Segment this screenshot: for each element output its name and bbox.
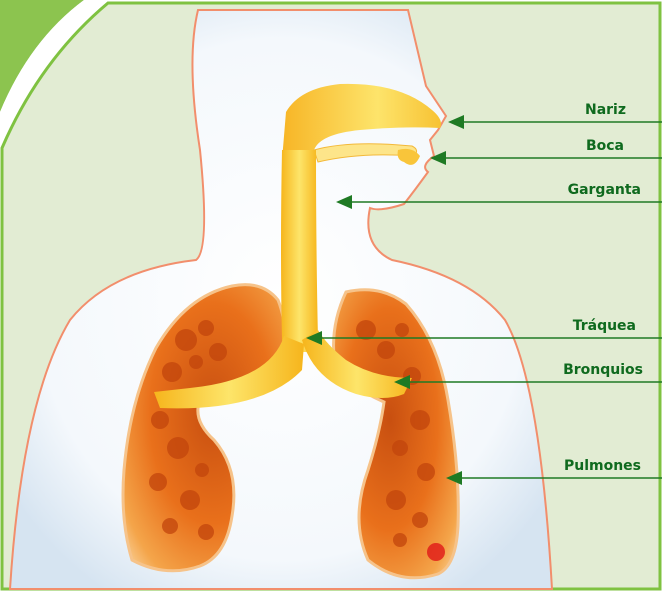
lung-base-highlight: [427, 543, 445, 561]
label-garganta: Garganta: [568, 182, 641, 198]
trachea: [281, 150, 318, 352]
label-nariz: Nariz: [585, 102, 626, 118]
label-traquea: Tráquea: [573, 318, 636, 334]
label-boca: Boca: [586, 138, 624, 154]
label-pulmones: Pulmones: [564, 458, 641, 474]
label-bronquios: Bronquios: [563, 362, 643, 378]
